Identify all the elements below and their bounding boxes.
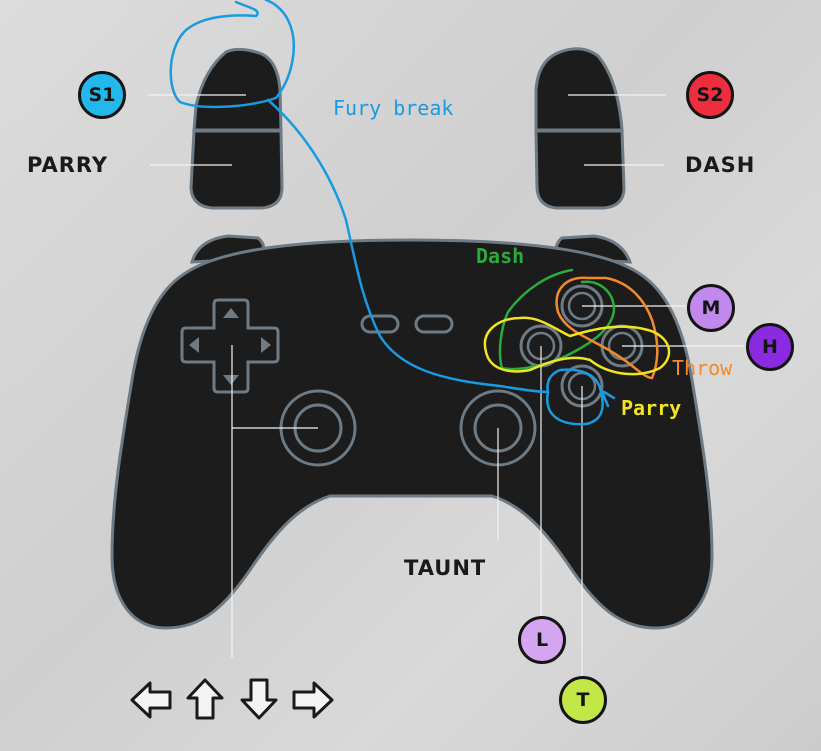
direction-arrows <box>130 678 334 720</box>
s2-bumper <box>534 47 624 132</box>
fury-break-stroke <box>169 0 616 426</box>
down-arrow-icon <box>240 678 278 720</box>
s1-badge: S1 <box>78 71 126 119</box>
d-pad-left-icon <box>189 337 199 353</box>
dash-stroke <box>498 268 616 371</box>
s1-bumper <box>192 47 283 132</box>
parry-trigger <box>189 129 284 210</box>
annotation-strokes <box>169 0 671 426</box>
dash-trigger <box>534 129 626 210</box>
controller-body <box>110 238 714 630</box>
d-pad-up-icon <box>223 308 239 318</box>
taunt-label: TAUNT <box>404 556 487 580</box>
throw-stroke <box>555 276 659 380</box>
right-shoulder <box>534 47 626 210</box>
t-badge: T <box>559 676 607 724</box>
d-pad <box>180 298 280 394</box>
dash-annotation: Dash <box>476 244 525 268</box>
fury-break-annotation: Fury break <box>333 96 454 120</box>
m-badge: M <box>687 284 735 332</box>
select-button <box>360 314 400 334</box>
start-button <box>414 314 454 334</box>
parry-stroke <box>483 316 671 376</box>
up-arrow-icon <box>186 678 224 720</box>
throw-annotation: Throw <box>672 356 733 380</box>
parry-annotation: Parry <box>621 396 682 420</box>
right-arrow-icon <box>292 681 334 719</box>
left-shoulder <box>189 47 284 210</box>
l-badge: L <box>518 616 566 664</box>
left-arrow-icon <box>130 681 172 719</box>
dash-label: DASH <box>685 153 756 177</box>
s2-badge: S2 <box>686 71 734 119</box>
h-badge: H <box>746 323 794 371</box>
d-pad-down-icon <box>223 375 239 385</box>
parry-label: PARRY <box>27 153 109 177</box>
d-pad-right-icon <box>261 337 271 353</box>
leader-lines <box>148 94 744 676</box>
